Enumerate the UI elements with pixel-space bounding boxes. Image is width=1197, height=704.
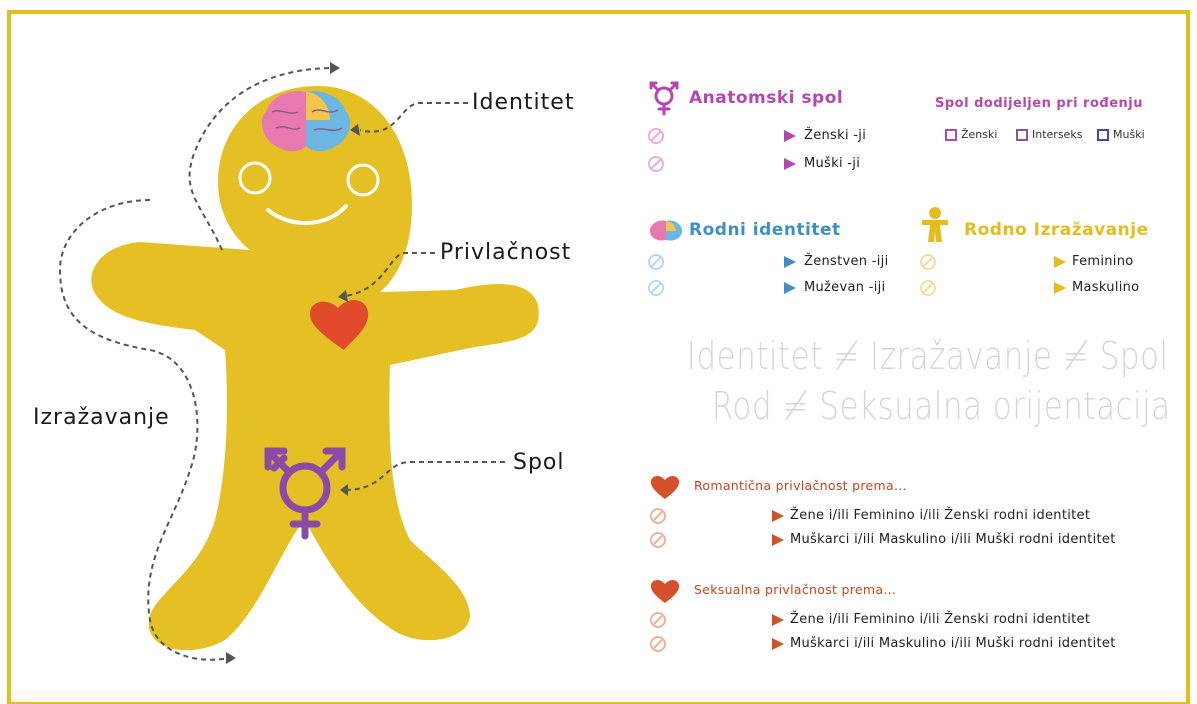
brain-icon xyxy=(648,219,684,243)
checkbox-icon xyxy=(1097,129,1109,141)
assigned-option-intersex: Interseks xyxy=(1016,128,1082,141)
expression-title: Rodno Izražavanje xyxy=(964,220,1149,240)
transgender-symbol-icon xyxy=(646,78,684,118)
romantic-row-women: Žene i/ili Feminino i/ili Ženski rodni i… xyxy=(790,508,1090,523)
label-sex: Spol xyxy=(513,450,565,475)
anatomic-title: Anatomski spol xyxy=(689,88,843,108)
expression-row-feminine: Feminino xyxy=(1072,254,1133,269)
heart-icon xyxy=(649,474,681,500)
label-attraction: Privlačnost xyxy=(440,240,571,265)
anatomic-row-female: Ženski -ji xyxy=(804,128,866,143)
identity-title: Rodni identitet xyxy=(689,220,841,240)
assigned-title: Spol dodijeljen pri rođenju xyxy=(935,96,1143,111)
sexual-arrows xyxy=(648,608,786,658)
checkbox-icon xyxy=(945,129,957,141)
assigned-option-male: Muški xyxy=(1097,128,1145,141)
sexual-row-women: Žene i/ili Feminino i/ili Ženski rodni i… xyxy=(790,612,1090,627)
person-icon xyxy=(918,206,952,244)
checkbox-icon xyxy=(1016,129,1028,141)
heart-icon xyxy=(649,578,681,604)
slogan-line2: Rod ≠ Seksualna orijentacija xyxy=(712,384,1171,428)
slogan-line1: Identitet ≠ Izražavanje ≠ Spol xyxy=(687,334,1169,378)
label-identity: Identitet xyxy=(472,90,574,115)
sexual-title: Seksualna privlačnost prema... xyxy=(694,582,896,597)
anatomic-arrows xyxy=(646,122,796,176)
sexual-row-men: Muškarci i/ili Maskulino i/ili Muški rod… xyxy=(790,636,1116,651)
assigned-option-female: Ženski xyxy=(945,128,997,141)
label-expression: Izražavanje xyxy=(33,405,170,430)
brain-icon xyxy=(262,91,350,151)
identity-row-masculine: Muževan -iji xyxy=(804,280,885,295)
expression-row-masculine: Maskulino xyxy=(1072,280,1139,295)
expression-arrows xyxy=(918,250,1068,304)
identity-arrows xyxy=(646,250,796,304)
anatomic-row-male: Muški -ji xyxy=(804,156,860,171)
identity-row-feminine: Ženstven -iji xyxy=(804,254,889,269)
romantic-row-men: Muškarci i/ili Maskulino i/ili Muški rod… xyxy=(790,532,1116,547)
romantic-title: Romantična privlačnost prema... xyxy=(694,478,907,493)
figure-body xyxy=(91,86,538,650)
romantic-arrows xyxy=(648,504,786,554)
